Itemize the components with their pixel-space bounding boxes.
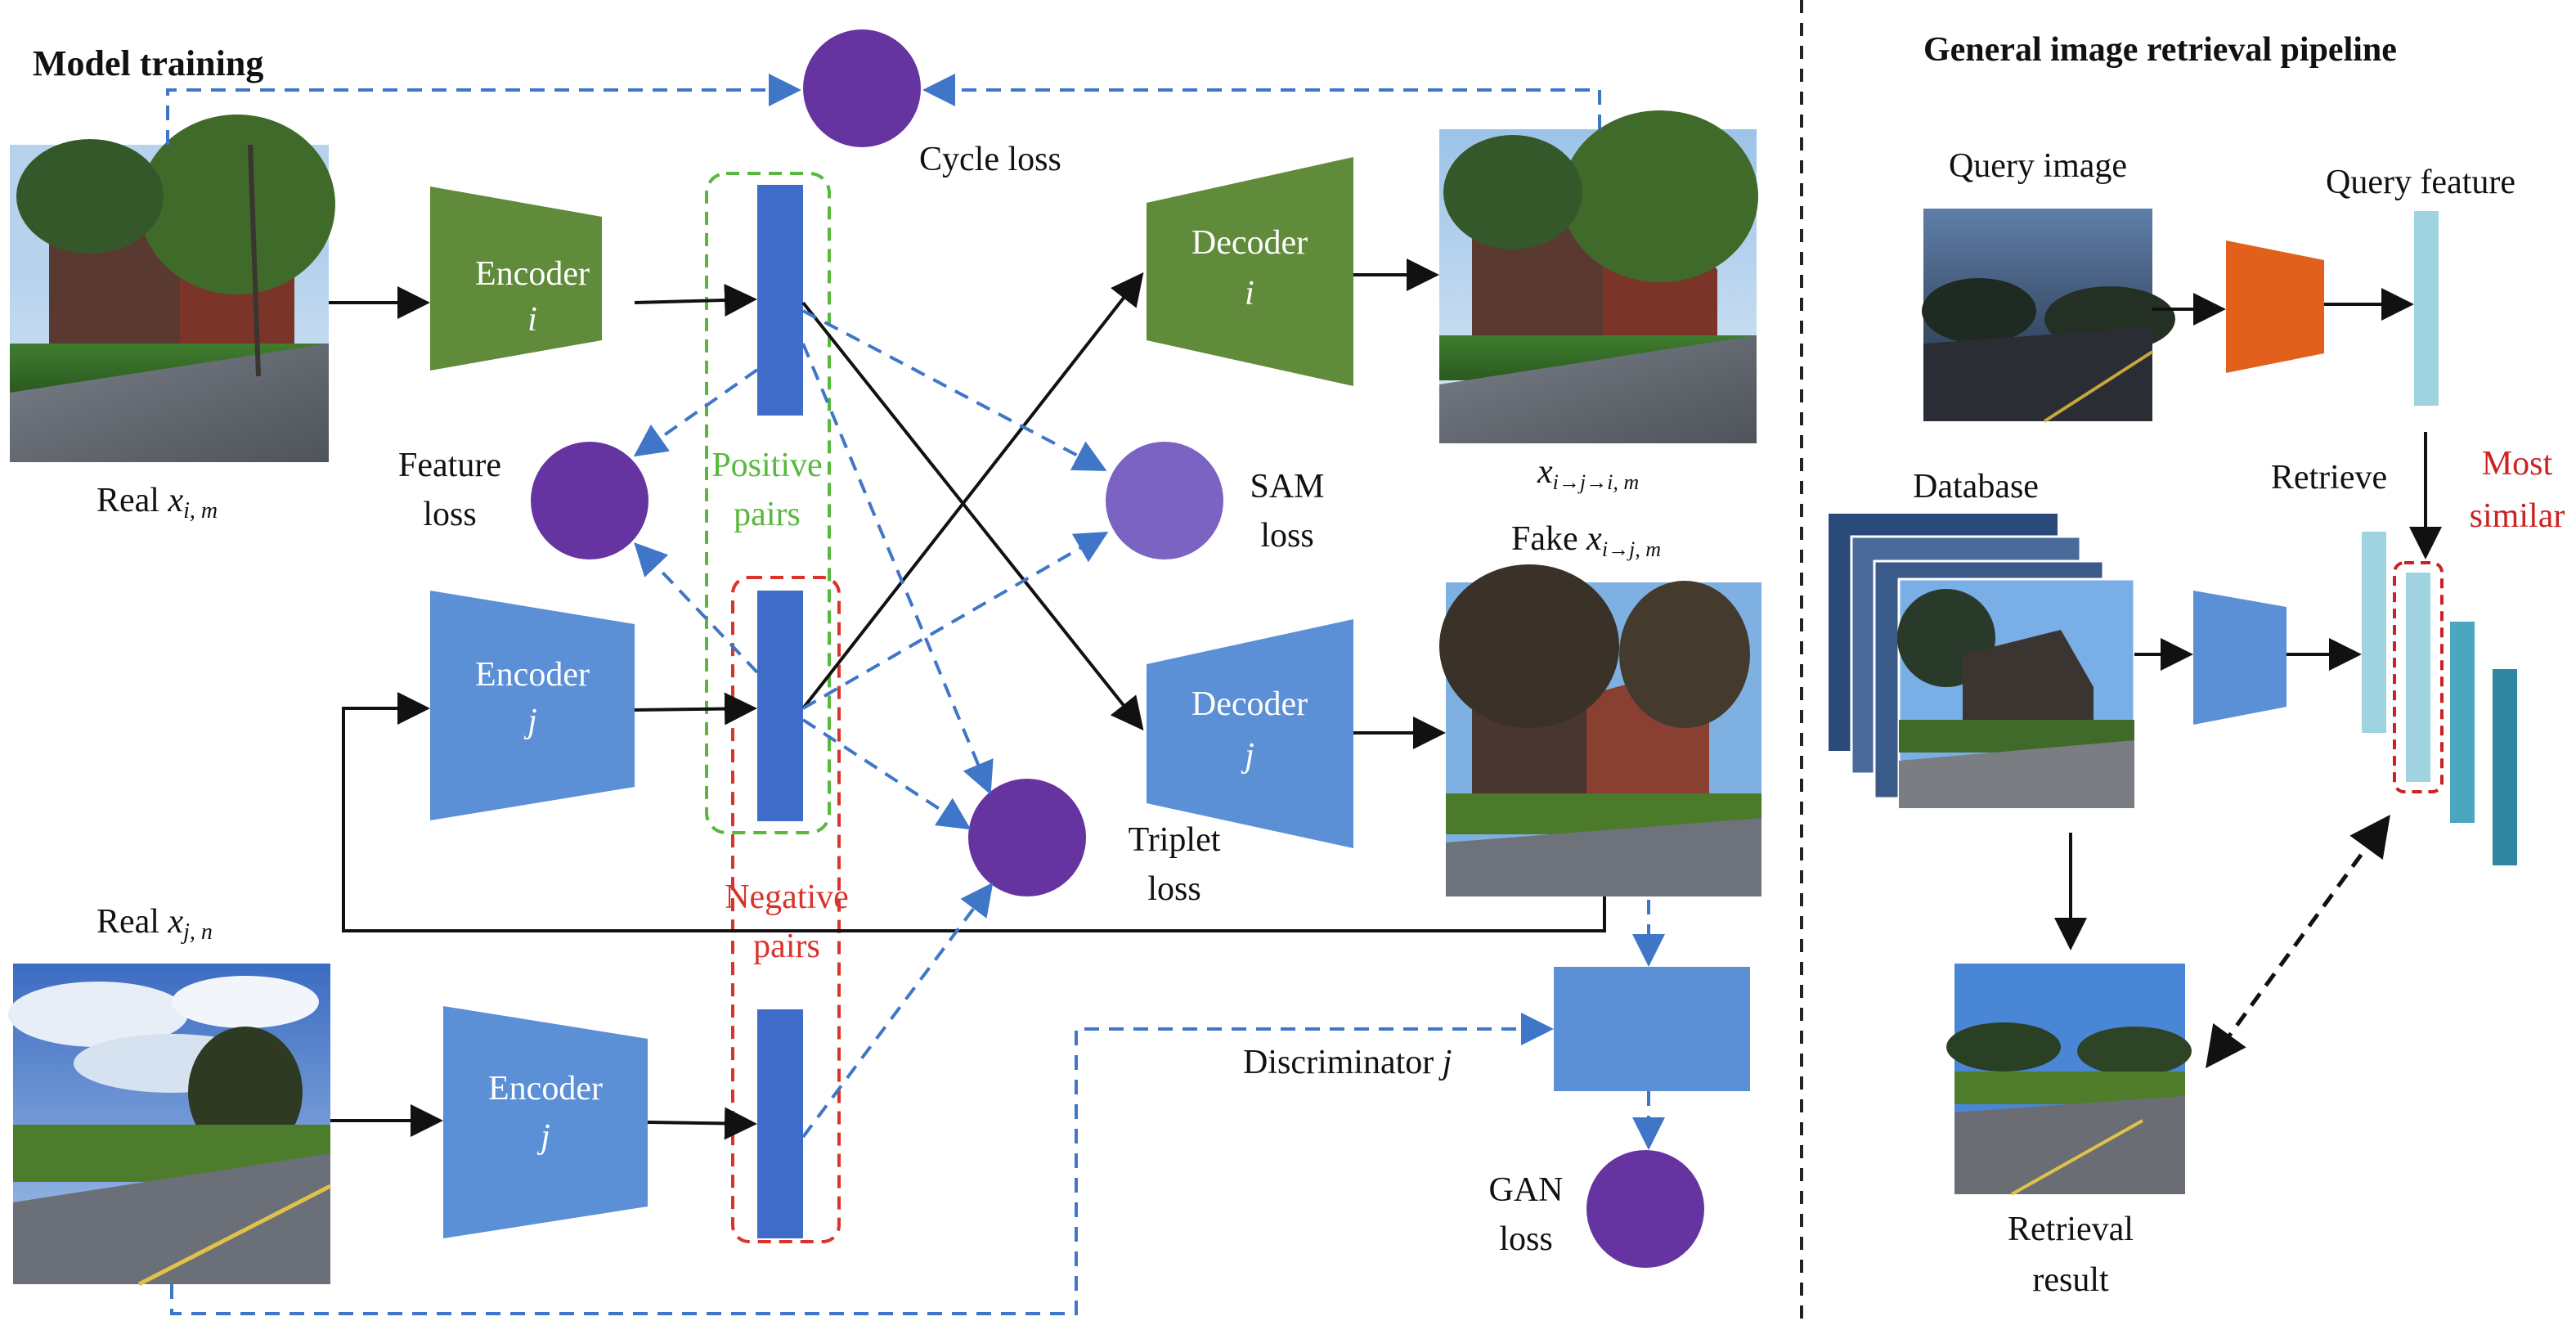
- negative-pairs-box: [731, 576, 841, 1243]
- encoder-i: Encoder i: [430, 186, 602, 371]
- solid-arrows-right: [2054, 288, 2442, 950]
- feature-bar-j-middle: [757, 591, 803, 821]
- decoder-i-index: i: [1245, 275, 1254, 312]
- sam-loss-line1: SAM: [1250, 468, 1324, 505]
- query-feature-label: Query feature: [2326, 164, 2515, 201]
- real-i-prefix: Real: [96, 482, 168, 519]
- sam-loss-line2: loss: [1260, 517, 1313, 555]
- recon-sub: i→j→i, m: [1553, 470, 1639, 494]
- decoder-j-index: j: [1241, 737, 1254, 775]
- sam-loss-circle: [1106, 442, 1223, 559]
- positive-pairs-line1: Positive: [711, 447, 822, 484]
- discriminator-block: [1554, 967, 1750, 1091]
- real-j-var: x: [167, 903, 183, 941]
- encoder-j-middle: Encoder j: [430, 591, 635, 820]
- svg-text:Fake xi→j, m: Fake xi→j, m: [1511, 520, 1661, 561]
- decoder-j: Decoder j: [1147, 619, 1353, 848]
- gan-loss-circle: [1586, 1150, 1704, 1268]
- cycle-loss-label: Cycle loss: [919, 141, 1061, 178]
- feature-bar-i: [757, 185, 803, 416]
- query-encoder: [2226, 240, 2324, 373]
- encoder-j-bottom-index: j: [536, 1118, 550, 1156]
- fake-image: [1439, 564, 1761, 896]
- svg-text:Real xj, n: Real xj, n: [96, 903, 213, 945]
- decoder-j-name: Decoder: [1192, 685, 1308, 723]
- most-similar-line2: similar: [2470, 497, 2565, 535]
- svg-text:Real xi, m: Real xi, m: [96, 482, 218, 523]
- recon-var: x: [1537, 453, 1553, 491]
- gan-loss-line1: GAN: [1489, 1171, 1564, 1209]
- database-images: [1829, 514, 2136, 810]
- real-image-i: [10, 115, 335, 462]
- reconstructed-image: [1439, 110, 1758, 443]
- encoder-j-middle-name: Encoder: [475, 656, 590, 694]
- model-training-title: Model training: [33, 43, 263, 83]
- decoder-i-name: Decoder: [1192, 224, 1308, 262]
- query-image-label: Query image: [1949, 147, 2127, 185]
- real-j-sub: j, n: [181, 919, 213, 945]
- discriminator-index: j: [1438, 1044, 1452, 1081]
- encoder-i-name: Encoder: [475, 255, 590, 293]
- triplet-loss-line2: loss: [1147, 870, 1200, 908]
- svg-text:Discriminator j: Discriminator j: [1243, 1044, 1452, 1081]
- most-similar-line1: Most: [2482, 445, 2553, 483]
- fake-prefix: Fake: [1511, 520, 1586, 558]
- retrieval-pipeline-title: General image retrieval pipeline: [1923, 31, 2397, 69]
- most-similar-box: [2393, 561, 2444, 793]
- db-feature-bar-4: [2493, 669, 2517, 865]
- encoder-j-bottom: Encoder j: [443, 1006, 648, 1238]
- decoder-i: Decoder i: [1147, 157, 1353, 386]
- real-image-j: [8, 964, 332, 1287]
- feature-loss-circle: [531, 442, 648, 559]
- match-dashed-arrow: [2206, 814, 2390, 1069]
- solid-arrows-left: [329, 258, 1606, 1140]
- retrieval-result-line1: Retrieval: [2008, 1211, 2134, 1248]
- real-i-sub: i, m: [183, 498, 218, 523]
- database-label: Database: [1913, 468, 2039, 505]
- fake-sub: i→j, m: [1602, 537, 1661, 561]
- db-feature-bar-3: [2450, 622, 2475, 823]
- negative-pairs-line2: pairs: [753, 928, 820, 965]
- dashed-arrows-left: [166, 74, 1665, 1315]
- discriminator-name: Discriminator: [1243, 1044, 1443, 1081]
- cycle-loss-circle: [803, 29, 921, 147]
- retrieve-label: Retrieve: [2271, 459, 2387, 496]
- retrieval-result-line2: result: [2032, 1261, 2109, 1299]
- encoder-j-middle-index: j: [523, 703, 537, 740]
- db-feature-bar-2: [2406, 573, 2430, 782]
- real-j-prefix: Real: [96, 903, 168, 941]
- query-feature-bar: [2414, 211, 2439, 406]
- feature-loss-line2: loss: [423, 496, 476, 533]
- svg-text:xi→j→i, m: xi→j→i, m: [1537, 453, 1639, 494]
- negative-pairs-line1: Negative: [725, 878, 849, 916]
- triplet-loss-line1: Triplet: [1129, 821, 1221, 859]
- query-image: [1922, 209, 2175, 423]
- real-i-var: x: [167, 482, 183, 519]
- fake-var: x: [1586, 520, 1602, 558]
- encoder-j-bottom-name: Encoder: [488, 1070, 603, 1108]
- db-feature-bar-1: [2362, 532, 2386, 733]
- positive-pairs-line2: pairs: [734, 496, 801, 533]
- database-encoder: [2193, 591, 2287, 725]
- feature-bar-j-bottom: [757, 1009, 803, 1238]
- feature-loss-line1: Feature: [398, 447, 501, 484]
- gan-loss-line2: loss: [1499, 1220, 1552, 1258]
- retrieval-result-image: [1946, 964, 2192, 1196]
- encoder-i-index: i: [527, 301, 537, 339]
- triplet-loss-circle: [968, 779, 1086, 896]
